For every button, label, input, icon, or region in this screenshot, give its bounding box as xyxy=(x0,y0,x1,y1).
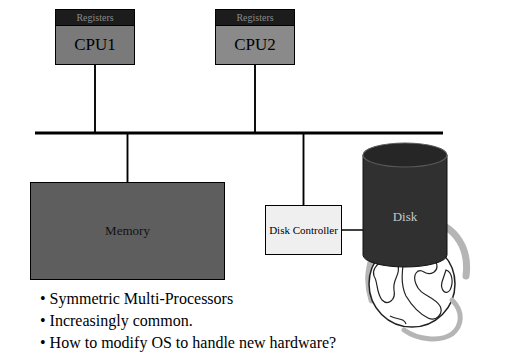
bullet-point: • How to modify OS to handle new hardwar… xyxy=(40,334,336,352)
cpu-box: CPU1 xyxy=(55,25,135,65)
continent xyxy=(442,270,452,292)
node-label: Memory xyxy=(105,224,150,238)
bullet-point: • Increasingly common. xyxy=(40,312,193,330)
cylinder-top xyxy=(363,143,447,167)
register-bar: Registers xyxy=(215,9,295,26)
bullet-point: • Symmetric Multi-Processors xyxy=(40,290,233,308)
bus-connector xyxy=(95,65,128,182)
continent xyxy=(390,316,406,324)
node-label: Registers xyxy=(236,12,273,23)
disk-cylinder: Disk xyxy=(363,143,447,267)
bus-connector xyxy=(128,65,256,182)
swoosh xyxy=(404,300,460,339)
node-label: Disk xyxy=(393,210,418,224)
cpu-box: CPU2 xyxy=(215,25,295,65)
memory-box: Memory xyxy=(30,182,225,280)
node-label: Registers xyxy=(76,12,113,23)
cylinder-outline xyxy=(363,143,447,267)
controller-box: Disk Controller xyxy=(265,205,342,255)
cylinder-body xyxy=(363,155,447,267)
node-label: Disk Controller xyxy=(269,224,338,236)
node-label: CPU1 xyxy=(74,36,116,55)
node-label: CPU2 xyxy=(234,36,276,55)
register-bar: Registers xyxy=(55,9,135,26)
bus-connector xyxy=(342,229,363,231)
bus-connector xyxy=(255,65,304,205)
